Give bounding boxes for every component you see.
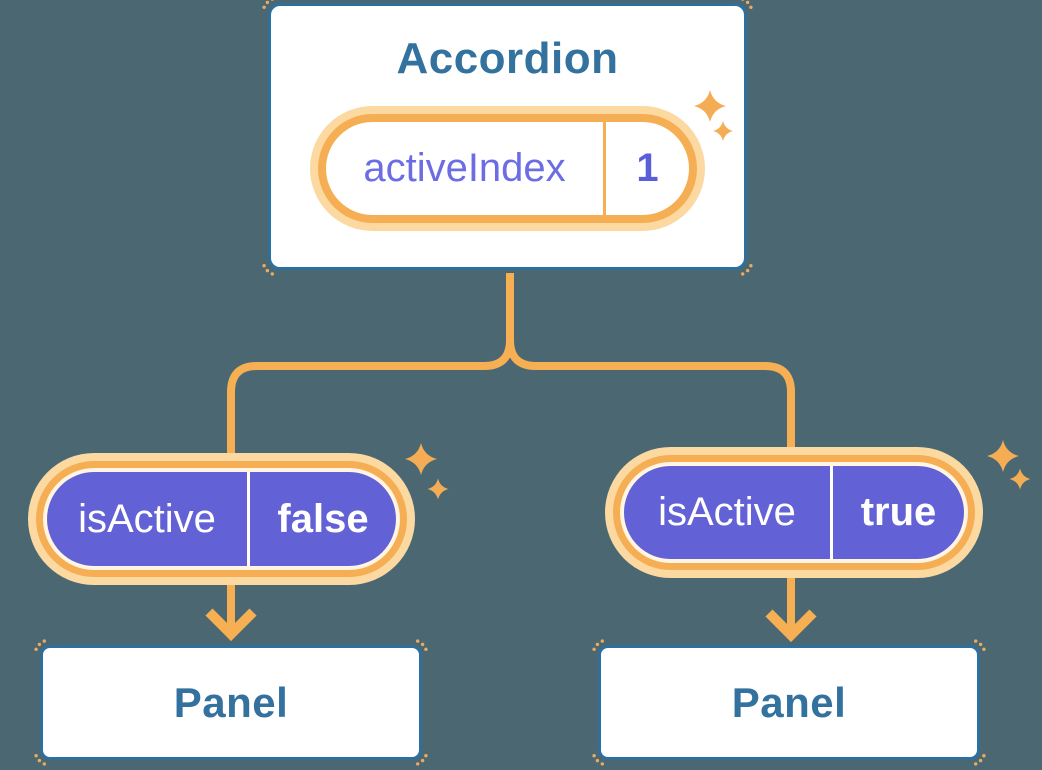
state-pill-label: activeIndex — [363, 146, 566, 190]
prop-pill-right-label: isActive — [658, 490, 796, 534]
panel-right-title: Panel — [731, 678, 847, 726]
panel-card-right: Panel — [598, 645, 980, 760]
prop-pill-right-divider — [830, 466, 833, 559]
accordion-card: Accordion activeIndex 1 — [268, 3, 747, 270]
state-pill: activeIndex 1 — [310, 106, 705, 231]
arrowhead-right-icon — [765, 609, 817, 643]
prop-pill-right-body: isActive true — [624, 466, 964, 559]
prop-pill-left-label: isActive — [78, 496, 216, 541]
prop-pill-right-halo: isActive true — [620, 462, 968, 563]
prop-pill-left-value: false — [277, 496, 369, 541]
prop-pill-right: isActive true — [605, 447, 983, 578]
accordion-title: Accordion — [396, 34, 619, 83]
panel-card-left: Panel — [40, 645, 422, 760]
card-corner-dots — [34, 0, 986, 766]
prop-pill-left-body: isActive false — [47, 472, 396, 566]
prop-pill-right-ring: isActive true — [613, 455, 975, 570]
prop-pill-left-halo: isActive false — [43, 468, 400, 570]
connector-right-branch — [506, 273, 795, 632]
sparkles-icon-left — [405, 443, 449, 500]
state-pill-divider — [603, 122, 606, 215]
prop-pill-left-ring: isActive false — [36, 461, 407, 577]
arrowhead-left-icon — [205, 608, 257, 642]
panel-left-title: Panel — [173, 678, 289, 726]
prop-pill-left: isActive false — [28, 453, 415, 585]
state-pill-value: 1 — [636, 146, 659, 190]
prop-pill-right-value: true — [860, 490, 937, 534]
prop-pill-left-divider — [247, 472, 250, 566]
state-pill-ring: activeIndex 1 — [318, 114, 697, 223]
sparkles-icon-top — [694, 90, 733, 141]
sparkles-icon-right — [987, 440, 1031, 490]
state-pill-body: activeIndex 1 — [326, 122, 689, 215]
